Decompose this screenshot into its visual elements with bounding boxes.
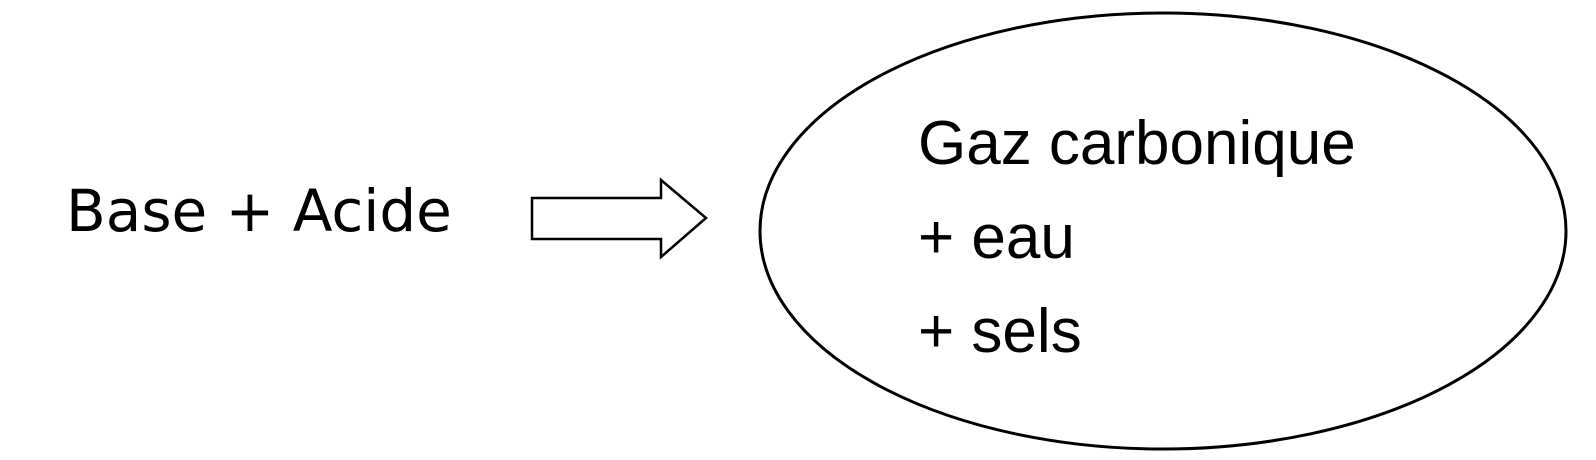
product-salts: + sels	[918, 297, 1082, 366]
product-carbon-dioxide: Gaz carbonique	[918, 109, 1356, 178]
products-ellipse	[758, 11, 1568, 451]
product-water: + eau	[918, 203, 1075, 272]
products-list: Gaz carbonique + eau + sels	[918, 106, 1356, 388]
reactants-label: Base + Acide	[66, 177, 452, 245]
reaction-arrow	[530, 177, 708, 260]
